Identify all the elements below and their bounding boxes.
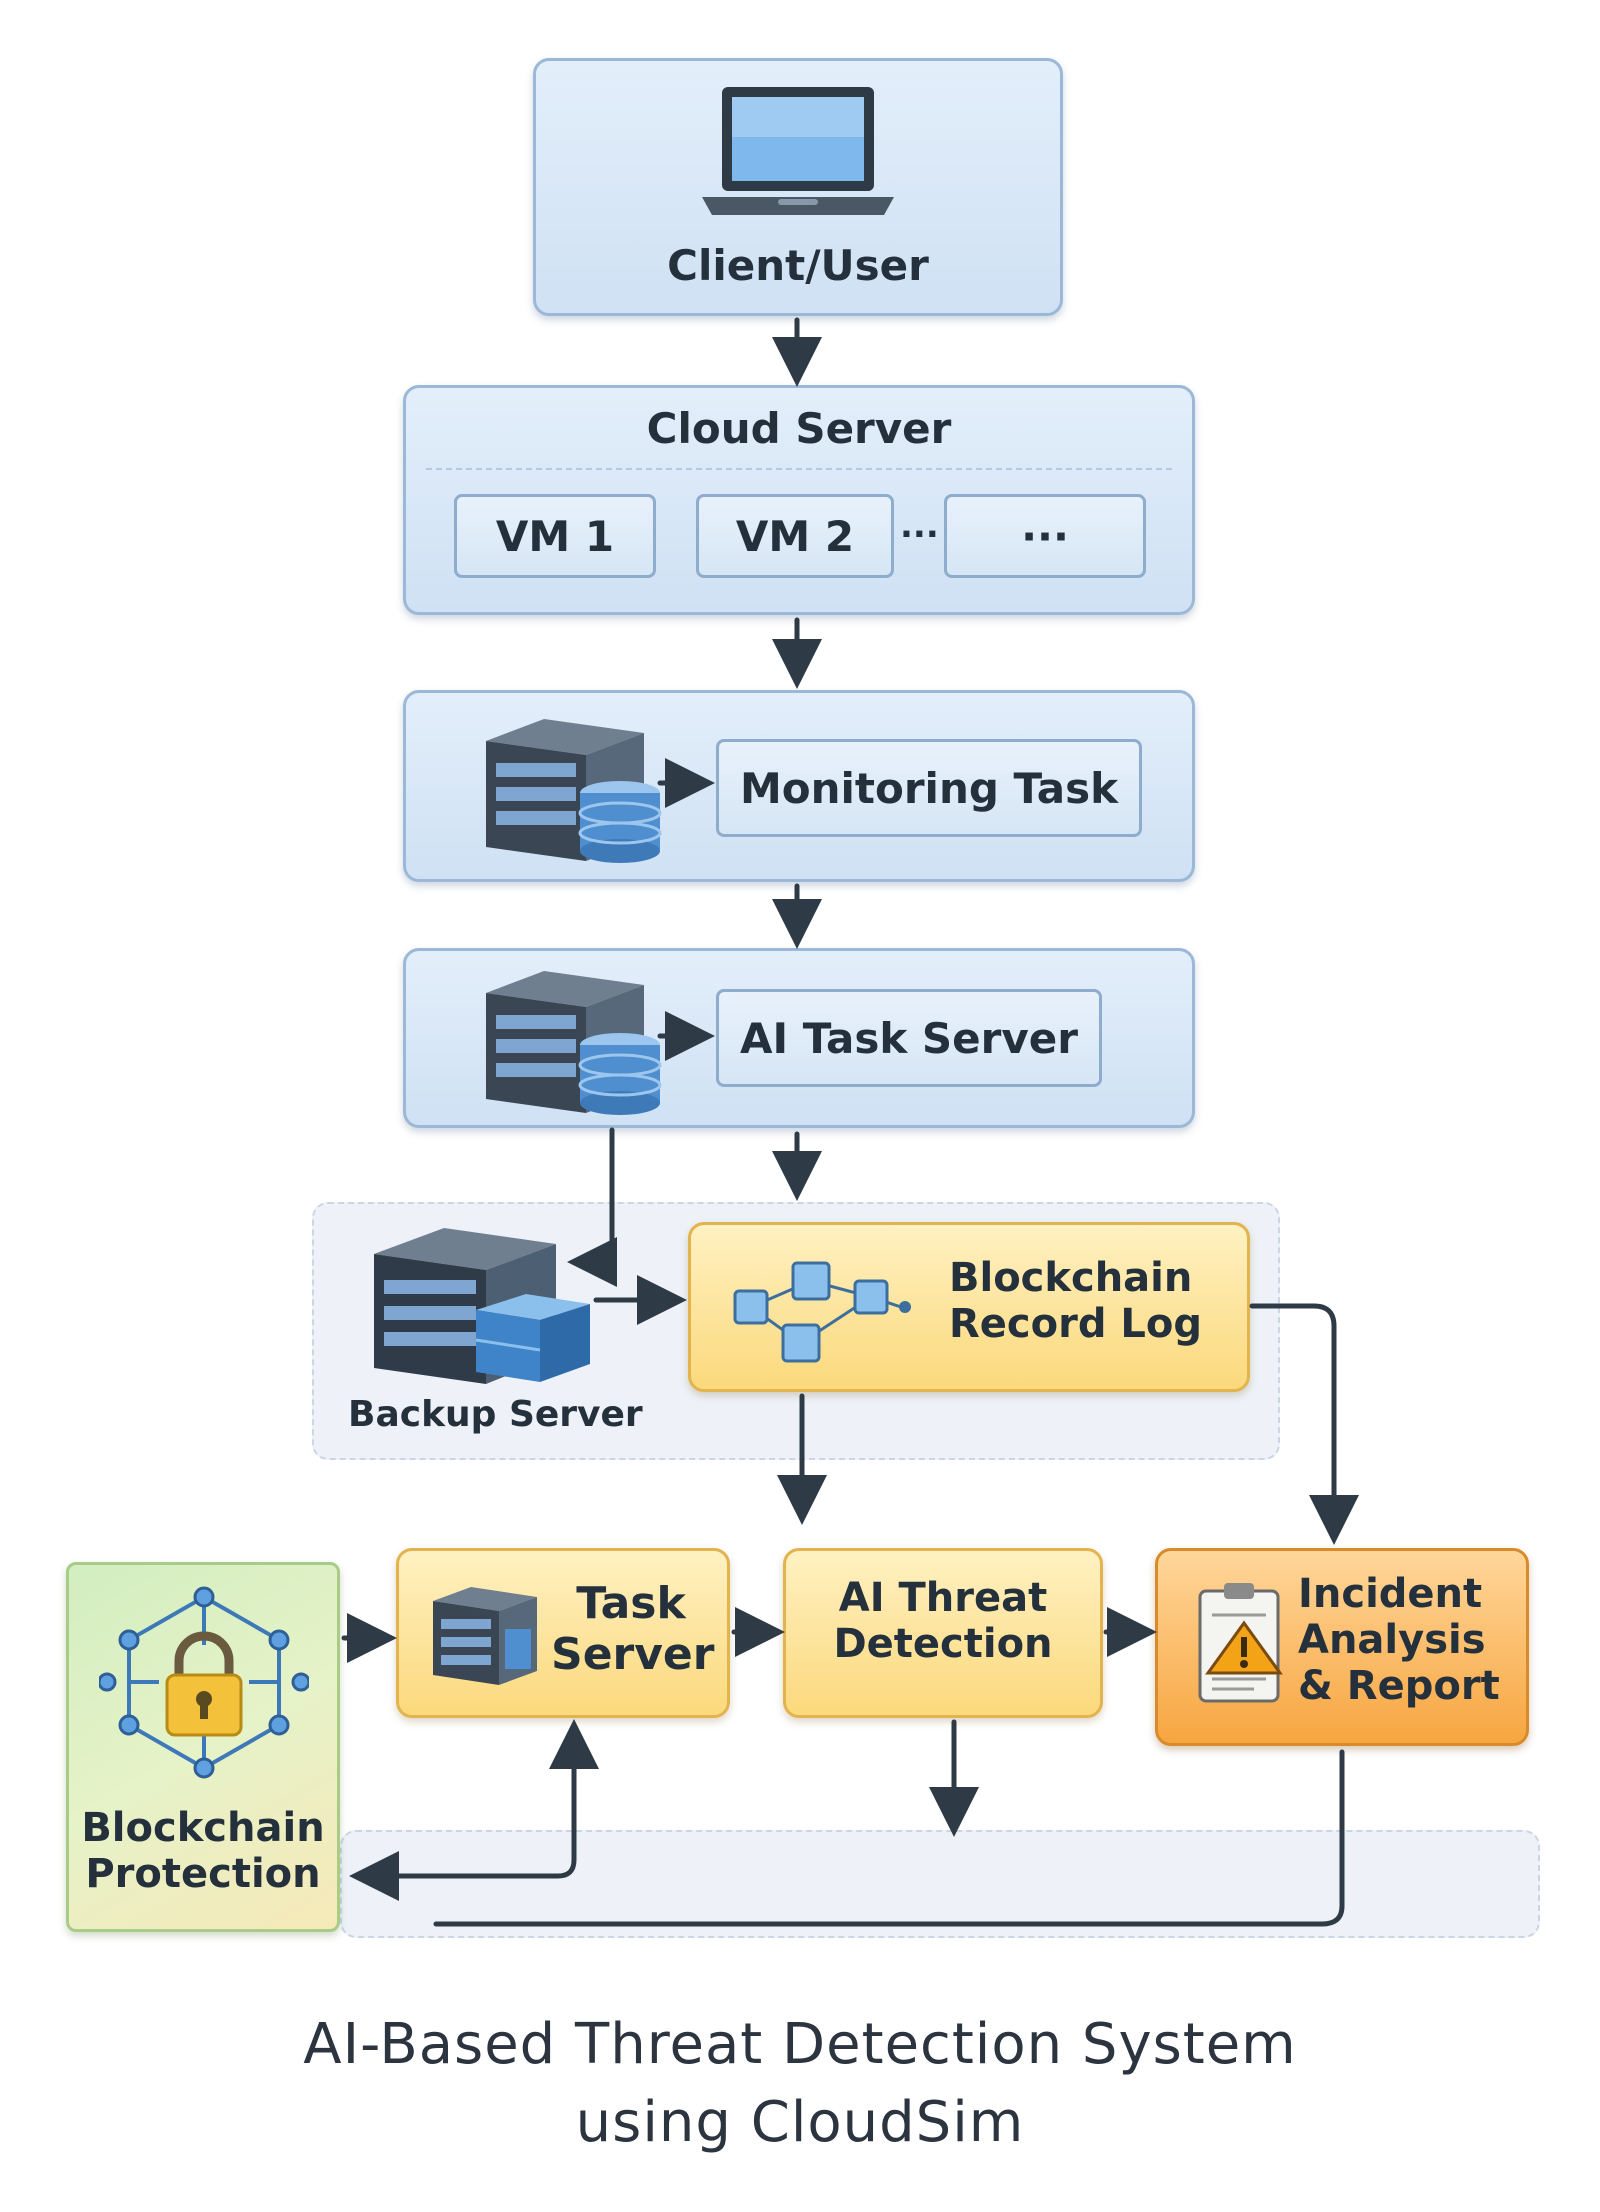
arrow-feedback-to-protection (349, 1727, 577, 1901)
laptop-icon (702, 87, 894, 215)
task-server-label: Task Server (551, 1578, 715, 1680)
cloud-server-divider (426, 468, 1172, 470)
blockchain-protection-label: Blockchain Protection (81, 1805, 325, 1897)
blockchain-record-log-box[interactable]: Blockchain Record Log (688, 1222, 1250, 1392)
ai-threat-detection-box[interactable]: AI Threat Detection (783, 1548, 1103, 1718)
server-rack-icon (433, 1587, 537, 1685)
vm2-box[interactable]: VM 2 (696, 494, 894, 578)
line-incident-return (433, 1749, 1345, 1927)
client-user-box[interactable]: Client/User (533, 58, 1063, 316)
backup-server-label: Backup Server (348, 1394, 643, 1435)
incident-analysis-box[interactable]: Incident Analysis & Report (1155, 1548, 1529, 1746)
monitoring-task-box[interactable]: Monitoring Task (716, 739, 1142, 837)
incident-analysis-label: Incident Analysis & Report (1298, 1571, 1500, 1709)
vm-ellipsis-label: ... (900, 506, 939, 546)
ai-task-server-row[interactable]: AI Task Server (403, 948, 1195, 1128)
blockchain-protection-box[interactable]: Blockchain Protection (66, 1562, 340, 1932)
ai-threat-detection-label: AI Threat Detection (833, 1575, 1053, 1667)
padlock-network-icon (99, 1586, 309, 1779)
task-server-box[interactable]: Task Server (396, 1548, 730, 1718)
monitoring-box[interactable]: Monitoring Task (403, 690, 1195, 882)
blockchain-record-log-label: Blockchain Record Log (949, 1255, 1203, 1347)
vm1-box[interactable]: VM 1 (454, 494, 656, 578)
ai-task-server-box[interactable]: AI Task Server (716, 989, 1102, 1087)
server-database-icon (486, 719, 662, 863)
warning-report-icon (1198, 1583, 1283, 1703)
vm-more-box[interactable]: ··· (944, 494, 1146, 578)
cloud-server-label: Cloud Server (646, 404, 952, 453)
client-user-label: Client/User (667, 241, 929, 290)
blockchain-cubes-icon (733, 1261, 911, 1363)
arrow-ai-task-to-backup (567, 1127, 617, 1287)
caption-line-1: AI-Based Threat Detection System (303, 2012, 1297, 2077)
arrow-blockchain-to-incident (1249, 1303, 1359, 1545)
backup-server-icon (374, 1228, 590, 1384)
server-database-icon (486, 971, 662, 1115)
caption-line-2: using CloudSim (575, 2090, 1025, 2155)
